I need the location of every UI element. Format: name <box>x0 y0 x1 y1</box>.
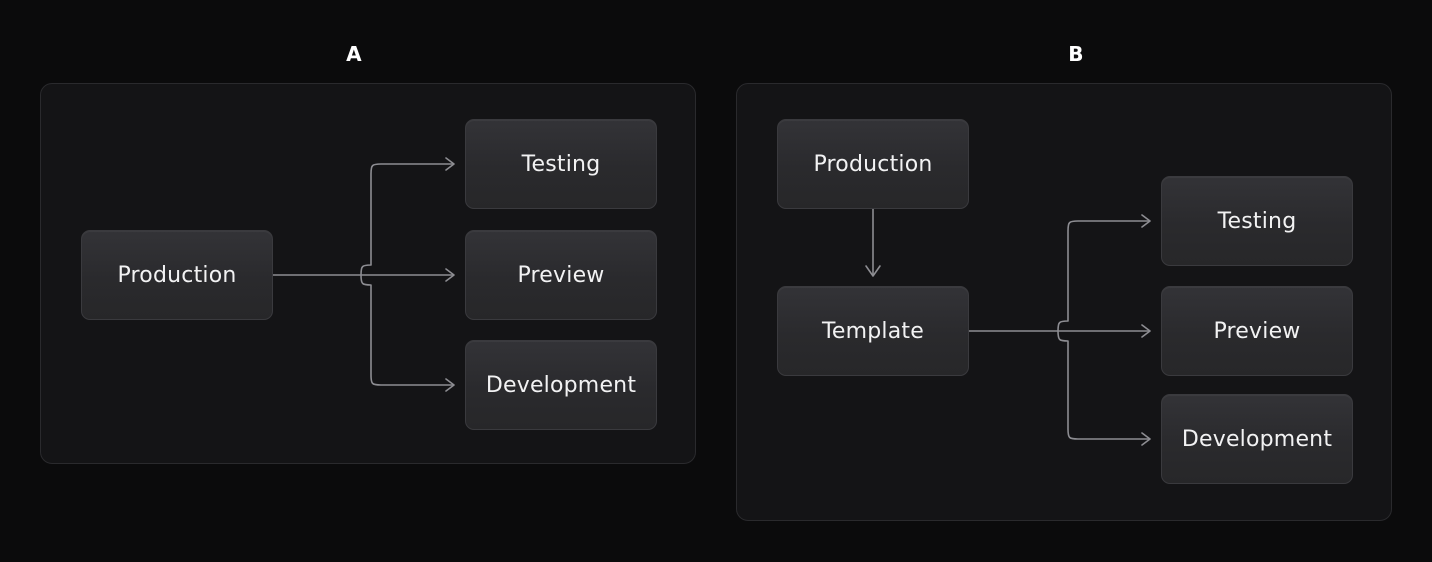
node-production[interactable]: Production <box>81 230 273 320</box>
arrowhead-preview <box>1141 324 1151 338</box>
edge-to-testing <box>1057 220 1149 332</box>
node-development[interactable]: Development <box>465 340 657 430</box>
arrowhead-template <box>865 265 881 277</box>
panel-a: Production Testing Preview Development <box>40 83 696 464</box>
node-preview[interactable]: Preview <box>465 230 657 320</box>
arrowhead-development <box>445 378 455 392</box>
node-template[interactable]: Template <box>777 286 969 376</box>
panel-b-title: B <box>1068 42 1084 66</box>
arrowhead-testing <box>1141 214 1151 228</box>
node-preview[interactable]: Preview <box>1161 286 1353 376</box>
node-production[interactable]: Production <box>777 119 969 209</box>
edge-to-testing <box>360 163 453 276</box>
arrowhead-testing <box>445 157 455 171</box>
arrowhead-preview <box>445 268 455 282</box>
node-testing[interactable]: Testing <box>1161 176 1353 266</box>
arrowhead-development <box>1141 432 1151 446</box>
panel-b: Production Template Testing Preview Deve… <box>736 83 1392 521</box>
node-testing[interactable]: Testing <box>465 119 657 209</box>
panel-a-title: A <box>346 42 362 66</box>
node-development[interactable]: Development <box>1161 394 1353 484</box>
edge-to-development <box>360 274 453 386</box>
edge-to-development <box>1057 330 1149 440</box>
